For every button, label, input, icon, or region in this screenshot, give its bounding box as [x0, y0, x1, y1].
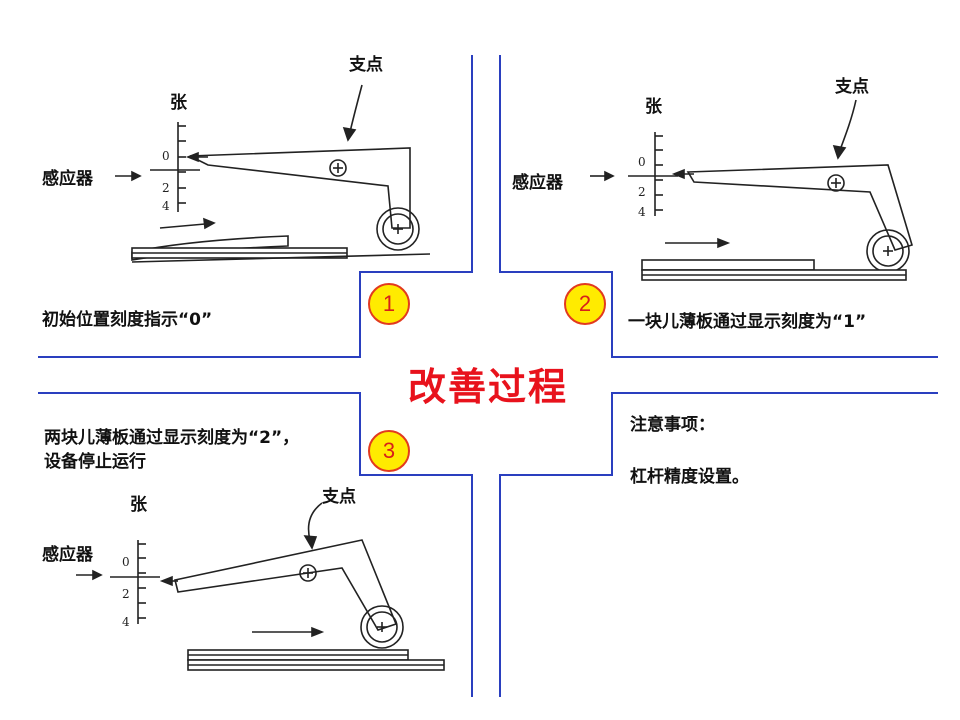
sensor-label-3: 感应器: [42, 545, 93, 565]
step-badge-1: 1: [368, 283, 410, 325]
scale-tick-2: 2: [638, 185, 646, 199]
scale-tick-4: 4: [638, 205, 646, 219]
scale-tick-2: 2: [122, 587, 130, 601]
scale-tick-4: 4: [162, 199, 170, 213]
scale-tick-2: 2: [162, 181, 170, 195]
fulcrum-label-2: 支点: [835, 77, 869, 97]
panel-caption-1: 初始位置刻度指示“0”: [42, 310, 213, 330]
scale-tick-4: 4: [122, 615, 130, 629]
tension-label-1: 张: [170, 93, 187, 113]
tension-label-2: 张: [645, 97, 662, 117]
notes-heading: 注意事项：: [630, 415, 715, 435]
notes-body: 杠杆精度设置。: [630, 467, 749, 487]
step-badge-3: 3: [368, 430, 410, 472]
page-title: 改善过程: [408, 365, 569, 409]
scale-tick-0: 0: [122, 555, 130, 569]
scale-tick-0: 0: [162, 149, 170, 163]
fulcrum-label-3: 支点: [322, 487, 356, 507]
panel-caption-2: 一块儿薄板通过显示刻度为“1”: [628, 312, 867, 332]
step-badge-2: 2: [564, 283, 606, 325]
sensor-label-2: 感应器: [512, 173, 563, 193]
tension-label-3: 张: [130, 495, 147, 515]
fulcrum-label-1: 支点: [349, 55, 383, 75]
sensor-label-1: 感应器: [42, 169, 93, 189]
panel-caption-3: 两块儿薄板通过显示刻度为“2”，设备停止运行: [44, 428, 300, 472]
scale-tick-0: 0: [638, 155, 646, 169]
